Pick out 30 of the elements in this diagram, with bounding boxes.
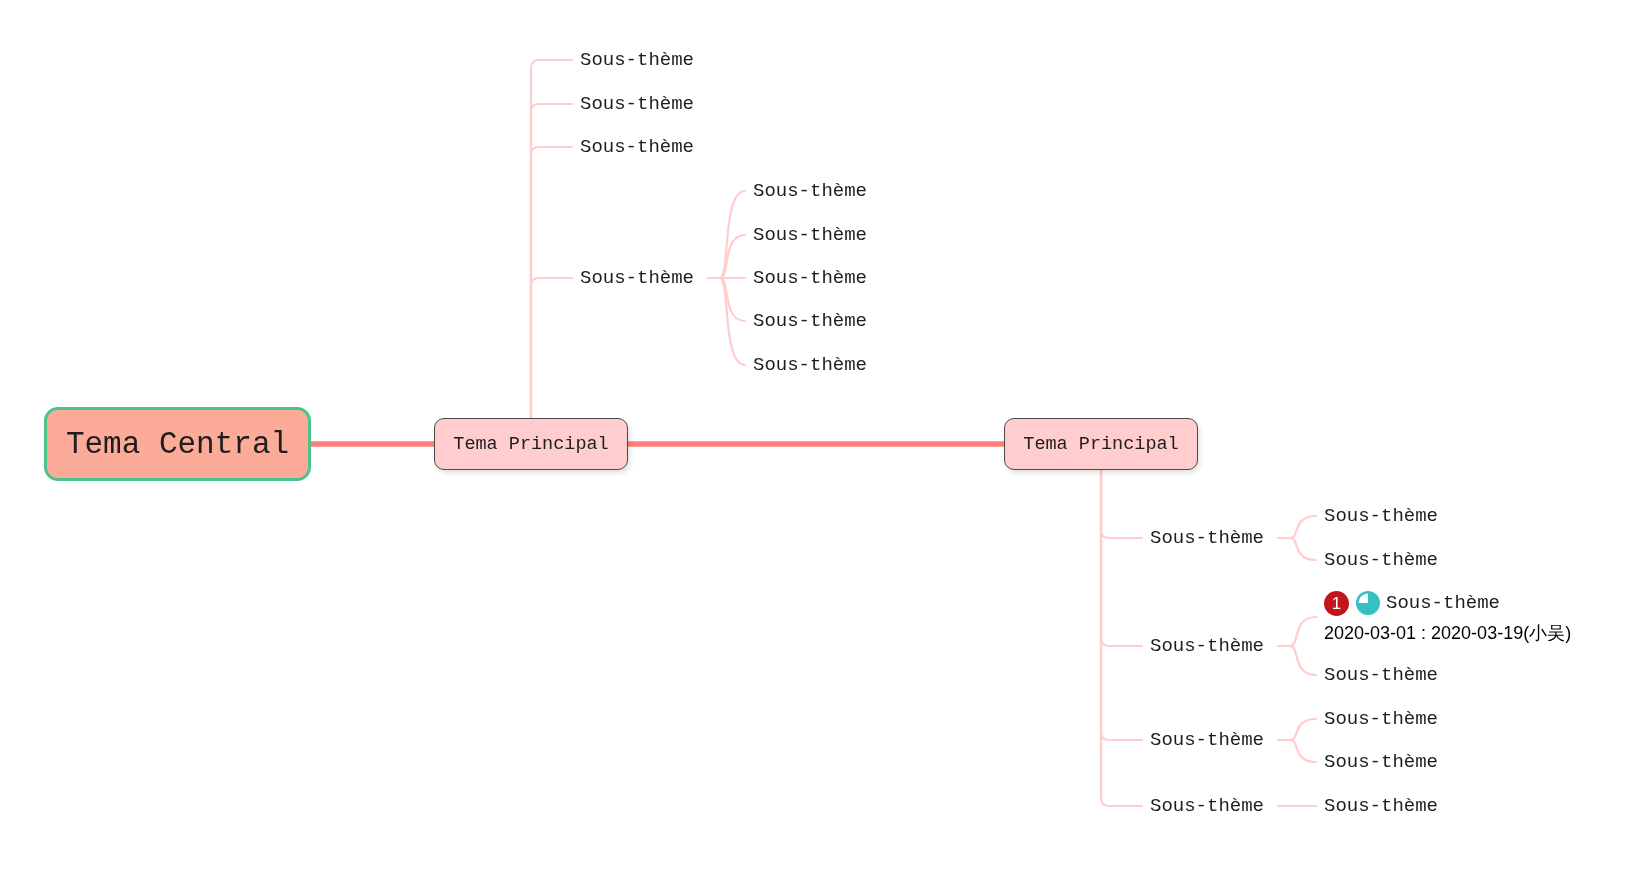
topic-text: Sous-thème — [1324, 793, 1439, 819]
topic-text: Sous-thème — [1150, 633, 1265, 659]
connector-line — [1276, 536, 1318, 562]
connector-line — [1276, 738, 1318, 764]
topic-text: Sous-thème — [753, 222, 868, 248]
topic-text: Sous-thème — [580, 47, 695, 73]
connector-line — [529, 276, 574, 420]
connector-line — [1276, 644, 1318, 677]
topic-text: Sous-thème — [1386, 591, 1501, 616]
main-topic-box: Tema Principal — [434, 418, 628, 470]
topic-text: Sous-thème — [753, 308, 868, 334]
topic-text: Sous-thème — [580, 91, 695, 117]
topic-text: Sous-thème — [1150, 727, 1265, 753]
topic-text: Sous-thème — [1324, 749, 1439, 775]
topic-text: Sous-thème — [753, 265, 868, 291]
topic-text: Sous-thème — [580, 265, 695, 291]
number-badge: 1 — [1324, 590, 1349, 616]
topic-text: Sous-thème — [1150, 525, 1265, 551]
topic-text: Sous-thème — [1324, 706, 1439, 732]
topic-text: Sous-thème — [1324, 547, 1439, 573]
connector-line — [1276, 804, 1318, 808]
topic-text: Sous-thème — [1150, 793, 1265, 819]
topic-text: Sous-thème — [753, 178, 868, 204]
topic-text: Sous-thème — [753, 352, 868, 378]
topic-text: Sous-thème — [580, 134, 695, 160]
central-topic-box: Tema Central — [44, 407, 311, 481]
topic-text: Sous-thème — [1324, 503, 1439, 529]
main-topic-box: Tema Principal — [1004, 418, 1198, 470]
topic-text: Sous-thème — [1324, 662, 1439, 688]
date-text: 2020-03-01 : 2020-03-19(小吴) — [1324, 622, 1572, 645]
